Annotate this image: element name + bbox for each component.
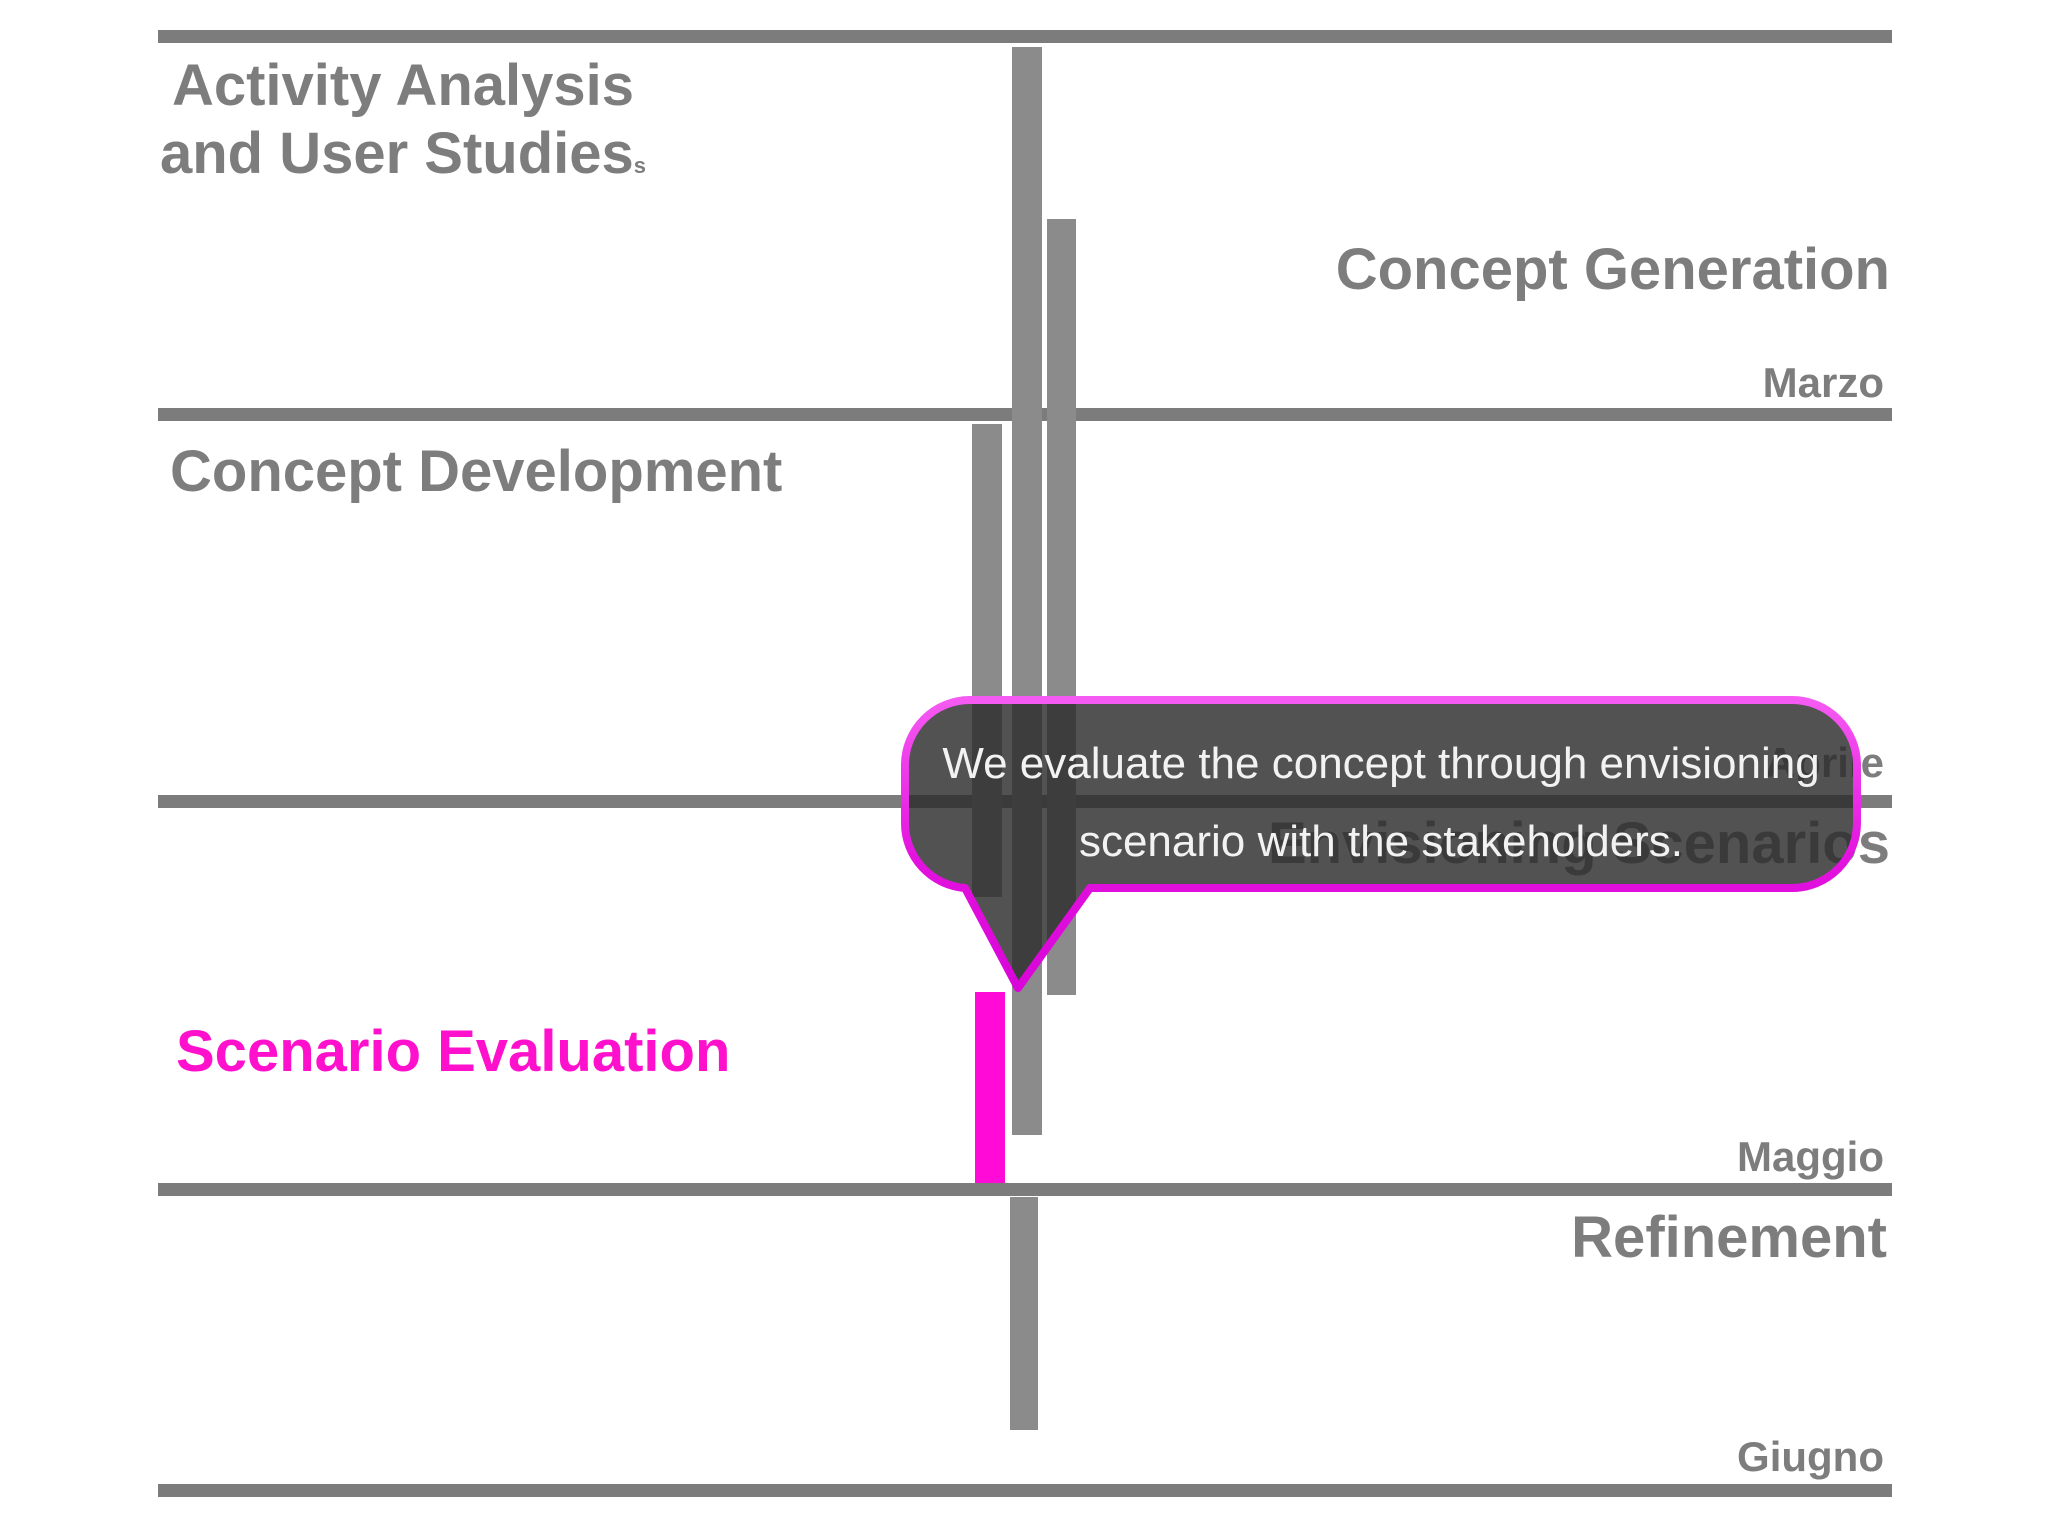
gantt-bar-scenario-evaluation xyxy=(975,992,1005,1183)
phase-title-activity-line2: and User Studies xyxy=(159,121,634,187)
phase-title-activity-line1: Activity Analysis xyxy=(171,53,635,118)
phase-title-concept-development: Concept Development xyxy=(170,439,783,504)
divider-line-maggio xyxy=(158,1183,1892,1196)
month-label-giugno: Giugno xyxy=(1737,1433,1884,1480)
callout-text-line1: We evaluate the concept through envision… xyxy=(942,739,1820,788)
month-label-marzo: Marzo xyxy=(1762,359,1884,406)
phase-title-scenario-evaluation: Scenario Evaluation xyxy=(176,1019,731,1084)
phase-title-refinement: Refinement xyxy=(1571,1205,1887,1270)
gantt-bar-main xyxy=(1012,47,1042,1135)
divider-line-top xyxy=(158,30,1892,43)
divider-line-giugno xyxy=(158,1484,1892,1497)
callout-text-line2: scenario with the stakeholders. xyxy=(1078,817,1684,866)
phase-title-activity-suffix: s xyxy=(633,153,647,179)
gantt-bar-refinement xyxy=(1010,1197,1038,1430)
phase-title-activity-analysis: Activity Analysis and User Studiess xyxy=(118,52,688,189)
gantt-bar-concept-generation xyxy=(1047,219,1076,995)
month-label-maggio: Maggio xyxy=(1737,1133,1884,1180)
phase-title-concept-generation: Concept Generation xyxy=(1335,237,1890,302)
